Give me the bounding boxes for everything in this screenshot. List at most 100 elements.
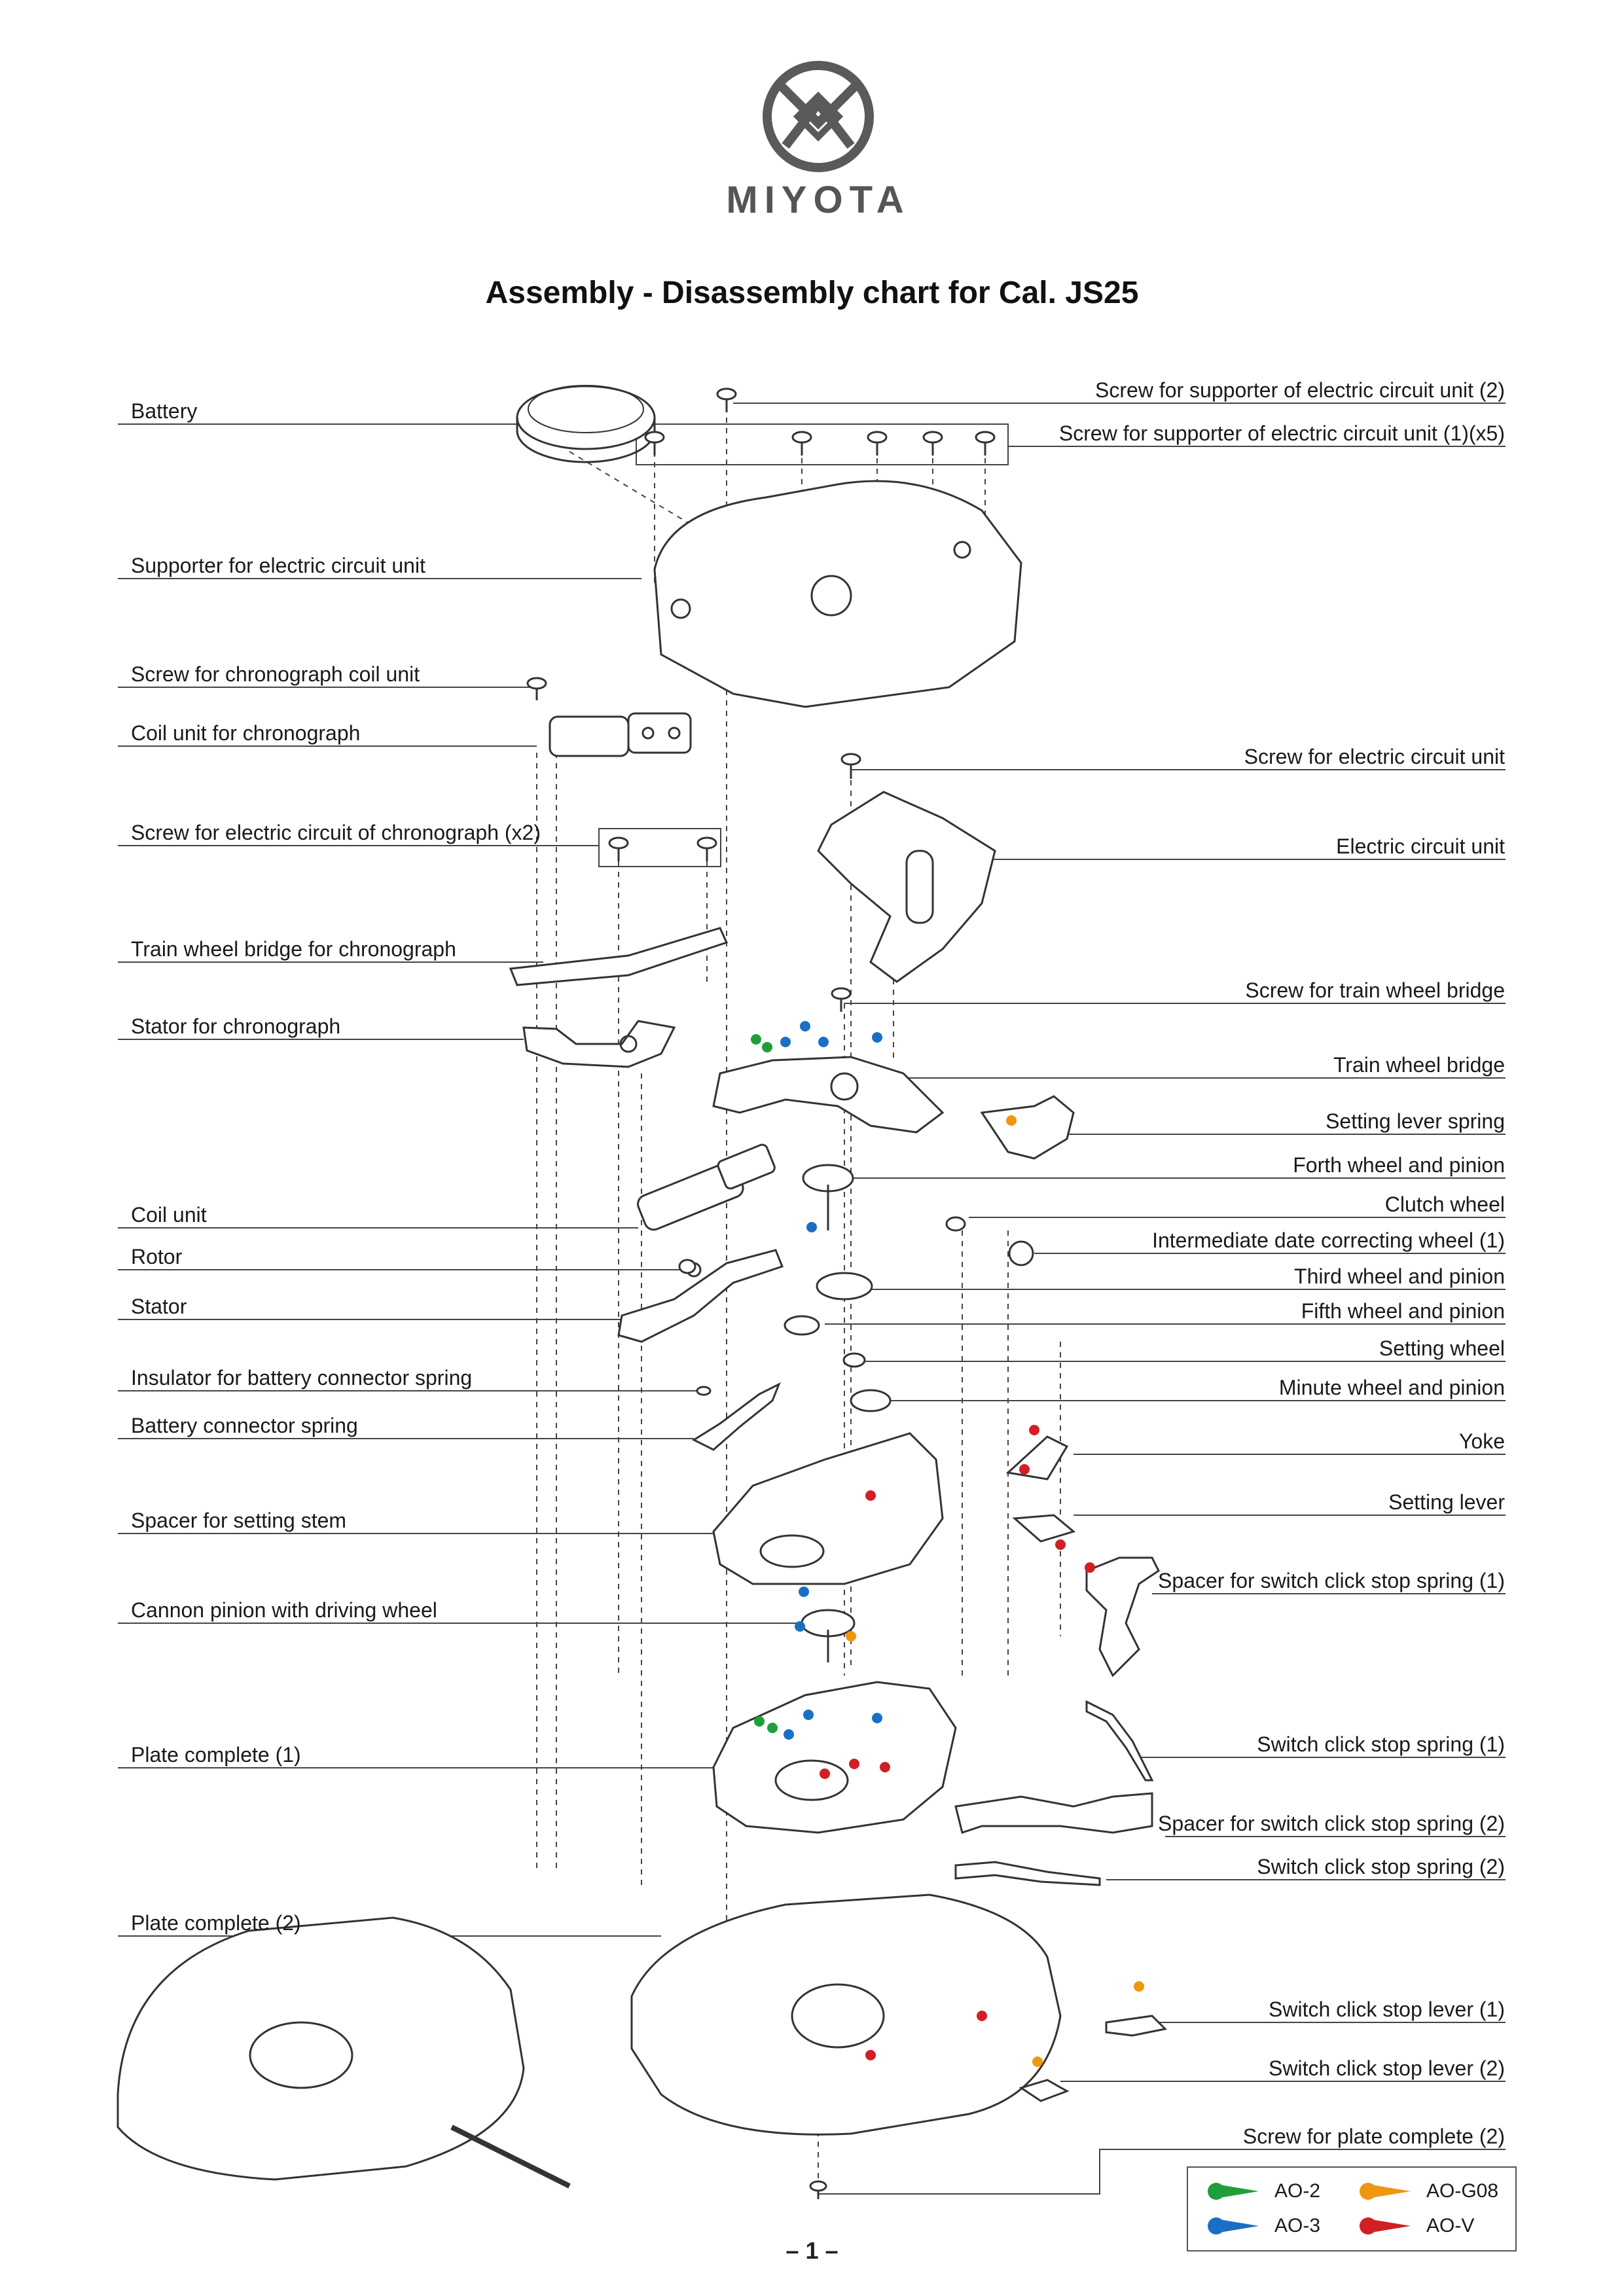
train-wheel-bridge: [712, 1056, 945, 1134]
label-clutch-wheel: Clutch wheel: [1384, 1193, 1505, 1216]
ao-v-legend-tail: [1371, 2219, 1411, 2233]
screw-icon: [526, 677, 547, 700]
label-supporter-electric-circuit: Supporter for electric circuit unit: [131, 554, 425, 577]
label-battery-connector-spring: Battery connector spring: [131, 1414, 358, 1437]
label-train-wheel-bridge-chronograph: Train wheel bridge for chronograph: [131, 937, 456, 961]
screw-icon: [791, 431, 812, 456]
train-wheel-bridge-chronograph: [509, 927, 729, 986]
label-yoke: Yoke: [1459, 1429, 1505, 1453]
ao-3-marker-icon: [818, 1037, 829, 1047]
assembled-movement-view: [117, 1916, 571, 2189]
label-forth-wheel: Forth wheel and pinion: [1293, 1153, 1505, 1177]
coil-unit-chronograph: [549, 712, 692, 757]
ao-3-marker-icon: [800, 1021, 810, 1031]
ao-v-marker-icon: [865, 1490, 876, 1501]
battery: [516, 385, 656, 463]
ao-v-marker-icon: [880, 1762, 890, 1772]
plate-complete-1: [712, 1681, 957, 1834]
electric-circuit-unit: [817, 791, 996, 983]
legend-label-ao-g08: AO-G08: [1426, 2180, 1499, 2202]
miyota-logo: [759, 58, 877, 228]
label-intermediate-date-correcting-wheel: Intermediate date correcting wheel (1): [1152, 1229, 1505, 1252]
label-setting-lever-spring: Setting lever spring: [1326, 1109, 1505, 1133]
label-spacer-setting-stem: Spacer for setting stem: [131, 1509, 347, 1532]
screw-icon: [696, 836, 717, 861]
battery-connector-spring: [691, 1382, 781, 1451]
label-screw-supporter-2: Screw for supporter of electric circuit …: [1095, 378, 1505, 402]
label-setting-wheel: Setting wheel: [1379, 1336, 1505, 1360]
legend-label-ao-3: AO-3: [1274, 2215, 1321, 2236]
supporter-plate: [653, 480, 1022, 708]
yoke-and-setting-lever: [1005, 1435, 1076, 1543]
label-setting-lever: Setting lever: [1388, 1490, 1505, 1514]
ao-g08-marker-icon: [1006, 1115, 1017, 1126]
screw-icon: [809, 2180, 827, 2199]
screw-icon: [608, 836, 629, 861]
label-screw-plate-complete-2: Screw for plate complete (2): [1242, 2125, 1505, 2148]
label-screw-electric-circuit-chronograph: Screw for electric circuit of chronograp…: [131, 821, 541, 844]
leader-lines: [118, 403, 1506, 2195]
screw-icon: [840, 753, 861, 779]
label-minute-wheel: Minute wheel and pinion: [1278, 1376, 1505, 1399]
ao-v-marker-icon: [849, 1759, 859, 1769]
label-train-wheel-bridge: Train wheel bridge: [1333, 1053, 1505, 1077]
ao-3-marker-icon: [799, 1587, 809, 1597]
label-spacer-switch-click-stop-spring-2: Spacer for switch click stop spring (2): [1158, 1812, 1505, 1835]
legend-label-ao-2: AO-2: [1274, 2180, 1321, 2202]
label-third-wheel: Third wheel and pinion: [1294, 1265, 1505, 1288]
screw-icon: [922, 431, 943, 456]
ao-v-marker-icon: [1085, 1562, 1095, 1573]
stator: [617, 1249, 784, 1343]
ao-g08-marker-icon: [846, 1631, 856, 1641]
brand-name: MIYOTA: [726, 179, 911, 221]
ao-3-marker-icon: [795, 1621, 805, 1632]
cannon-pinion: [801, 1609, 856, 1662]
ao-v-marker-icon: [977, 2011, 987, 2021]
label-rotor: Rotor: [131, 1245, 183, 1268]
label-switch-click-stop-lever-1: Switch click stop lever (1): [1269, 1998, 1505, 2021]
spacer-switch-click-stop-spring-1: [1085, 1556, 1160, 1782]
label-coil-unit-chronograph: Coil unit for chronograph: [131, 721, 361, 745]
coil-unit: [637, 1143, 776, 1231]
ao-g08-marker-icon: [1032, 2056, 1043, 2067]
setting-lever-spring: [980, 1095, 1075, 1160]
ao-g08-legend-tail: [1371, 2185, 1411, 2198]
lubrication-markers: [751, 1021, 1144, 2067]
legend: AO-2 AO-3 AO-G08 AO-V: [1187, 2166, 1517, 2251]
plate-complete-2: [630, 1893, 1062, 2136]
label-spacer-switch-click-stop-spring-1: Spacer for switch click stop spring (1): [1158, 1569, 1505, 1592]
ao-v-marker-icon: [1055, 1539, 1066, 1550]
ao-2-legend-tail: [1219, 2185, 1259, 2198]
label-fifth-wheel: Fifth wheel and pinion: [1301, 1299, 1505, 1323]
ao-v-marker-icon: [1029, 1425, 1039, 1435]
ao-2-marker-icon: [751, 1034, 761, 1045]
ao-2-marker-icon: [767, 1723, 778, 1733]
label-switch-click-stop-lever-2: Switch click stop lever (2): [1269, 2056, 1505, 2080]
label-switch-click-stop-spring-1: Switch click stop spring (1): [1257, 1732, 1505, 1756]
ao-3-marker-icon: [784, 1729, 794, 1740]
switch-click-stop-levers: [1019, 2015, 1168, 2102]
ao-v-marker-icon: [865, 2050, 876, 2060]
ao-2-marker-icon: [762, 1042, 772, 1052]
screw-icon: [867, 431, 888, 456]
label-cannon-pinion: Cannon pinion with driving wheel: [131, 1598, 437, 1622]
ao-3-marker-icon: [780, 1037, 791, 1047]
ao-2-marker-icon: [754, 1716, 765, 1727]
label-screw-chronograph-coil: Screw for chronograph coil unit: [131, 662, 420, 686]
page-number: – 1 –: [785, 2237, 839, 2264]
label-coil-unit: Coil unit: [131, 1203, 207, 1227]
ao-3-legend-tail: [1219, 2219, 1259, 2233]
ao-3-marker-icon: [806, 1222, 817, 1232]
label-stator-chronograph: Stator for chronograph: [131, 1014, 341, 1038]
label-battery: Battery: [131, 399, 198, 423]
page-title: Assembly - Disassembly chart for Cal. JS…: [485, 276, 1139, 310]
label-screw-electric-circuit-unit: Screw for electric circuit unit: [1244, 745, 1505, 768]
label-plate-complete-1: Plate complete (1): [131, 1743, 301, 1767]
legend-label-ao-v: AO-V: [1426, 2215, 1475, 2236]
screws-top: [526, 387, 996, 2199]
label-switch-click-stop-spring-2: Switch click stop spring (2): [1257, 1855, 1505, 1878]
ao-g08-marker-icon: [1134, 1981, 1144, 1992]
screw-icon: [975, 431, 996, 456]
label-stator: Stator: [131, 1295, 187, 1318]
